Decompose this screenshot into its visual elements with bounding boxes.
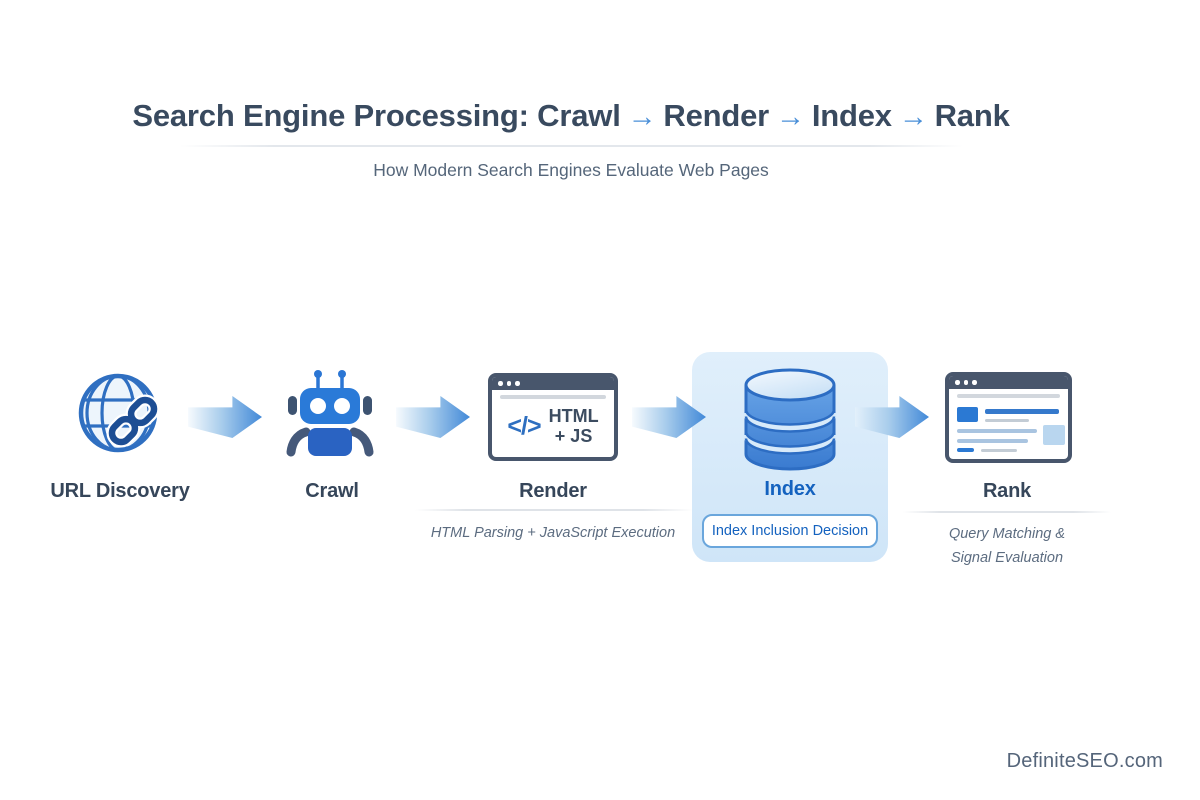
title-step-render: Render [663,98,770,133]
page-subtitle: How Modern Search Engines Evaluate Web P… [373,160,769,180]
stage-index-highlight-box: Index Index Inclusion Decision [692,352,888,562]
result-text-line [957,439,1028,443]
robot-icon [286,370,374,457]
search-results-sketch [949,398,1068,458]
browser-results-icon [945,372,1072,463]
address-bar-line [500,395,606,399]
browser-titlebar [949,376,1068,389]
stage-label-index: Index [764,478,816,500]
result-side-box [1043,425,1065,445]
code-tag-glyph: </> [507,411,541,440]
title-divider [180,145,963,147]
rank-caption-line2: Signal Evaluation [950,550,1064,566]
browser-titlebar [492,377,614,390]
result-title-line [985,409,1059,414]
stage-label-render: Render [519,480,587,502]
html-js-text: HTML + JS [549,406,599,446]
window-dot [498,381,503,386]
stage-label-crawl: Crawl [305,480,359,502]
page-title: Search Engine Processing: Crawl→Render→I… [132,98,1009,134]
title-text: Search Engine Processing: Crawl [132,98,621,133]
result-link-dash [957,448,974,452]
js-text: + JS [554,426,593,447]
render-caption: HTML Parsing + JavaScript Execution [430,525,676,541]
stage-crawl: Crawl [242,366,422,576]
window-dot [972,380,977,385]
window-dot [506,381,511,386]
render-caption-divider [415,509,693,511]
globe-link-icon [78,373,160,453]
rank-caption-line1: Query Matching & [948,526,1066,542]
rank-caption-divider [903,511,1111,513]
stage-render: </> HTML + JS Render [453,366,653,576]
index-decision-badge: Index Inclusion Decision [702,514,878,548]
result-text-line [985,418,1029,422]
title-step-index: Index [811,98,892,133]
title-step-rank: Rank [934,98,1010,133]
right-arrow-glyph: → [898,101,928,133]
browser-code-icon: </> HTML + JS [488,373,618,461]
result-text-line [957,429,1037,433]
html-text: HTML [548,406,599,426]
rank-caption: Query Matching & Signal Evaluation [897,522,1117,570]
stage-label-url-discovery: URL Discovery [50,480,190,502]
stage-label-rank: Rank [982,480,1032,502]
result-text-dash [981,448,1017,452]
right-arrow-glyph: → [776,101,805,133]
render-icon-content: </> HTML + JS [492,406,614,446]
database-icon [743,368,837,471]
result-thumbnail [957,407,978,422]
stage-url-discovery: URL Discovery [30,366,210,576]
brand-watermark: DefiniteSEO.com [1006,750,1163,772]
window-dot [515,381,520,386]
right-arrow-glyph: → [627,101,657,133]
address-bar-line [957,394,1060,398]
window-dot [955,380,960,385]
window-dot [963,380,968,385]
stage-rank: Rank [897,366,1117,576]
